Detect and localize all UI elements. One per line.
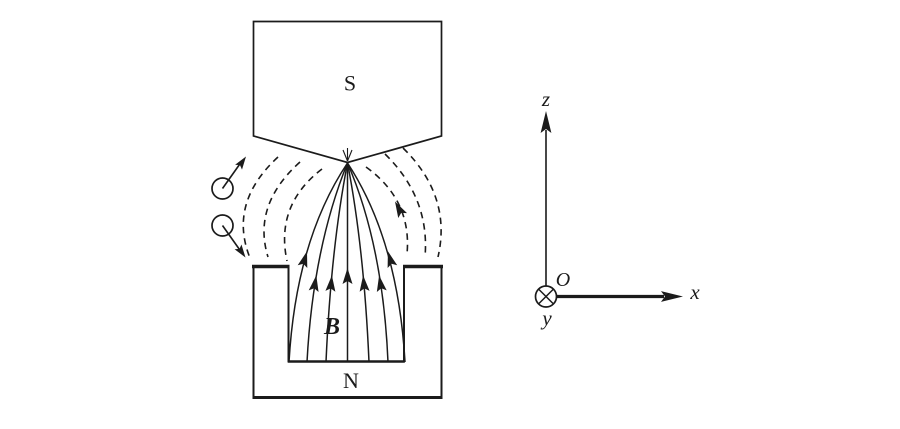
y-axis-label: y (540, 306, 552, 330)
north-pole-magnet: N (252, 264, 443, 399)
dashed-line-arrowhead (390, 199, 408, 218)
z-axis-arrowhead (540, 111, 552, 133)
fringe-field-lines (242, 147, 442, 262)
particle-circle-icon (211, 214, 234, 237)
origin-label: O (556, 269, 570, 291)
particle-circle-icon (211, 177, 234, 200)
dashed-field-line-left-inner (283, 168, 323, 262)
dashed-field-line-right-outer (402, 147, 442, 258)
y-into-page-icon (534, 285, 558, 308)
particles (211, 154, 250, 260)
field-vector-label: B (323, 314, 340, 340)
field-line (288, 162, 349, 363)
tip-convergence-burst (342, 148, 353, 162)
field-line (346, 162, 370, 363)
dashed-field-line-left-mid (263, 161, 301, 258)
dashed-field-line-right-mid (384, 153, 427, 258)
field-line (325, 162, 349, 363)
south-pole-magnet: S (252, 20, 443, 164)
south-pole-label: S (344, 71, 356, 96)
south-pole-outline (252, 20, 443, 164)
dashed-field-line-left-outer (242, 156, 279, 259)
moment-arrow-shaft (221, 164, 241, 189)
field-arrowhead (374, 274, 387, 293)
x-axis-label: x (689, 280, 700, 304)
field-line (346, 162, 406, 363)
x-axis-arrowhead (661, 291, 683, 302)
moment-arrow-shaft (221, 225, 241, 250)
particle-with-moment-up (211, 154, 250, 200)
field-line (346, 162, 389, 363)
coordinate-axes: z x O y (534, 87, 700, 330)
field-arrowhead (297, 249, 312, 269)
north-pole-label: N (343, 368, 359, 393)
gap-field-lines (288, 148, 406, 363)
particle-with-moment-down (211, 214, 249, 260)
field-arrowhead (308, 274, 322, 293)
z-axis-label: z (541, 87, 550, 111)
field-line (306, 162, 349, 363)
dashed-field-line-right-inner (365, 166, 409, 255)
